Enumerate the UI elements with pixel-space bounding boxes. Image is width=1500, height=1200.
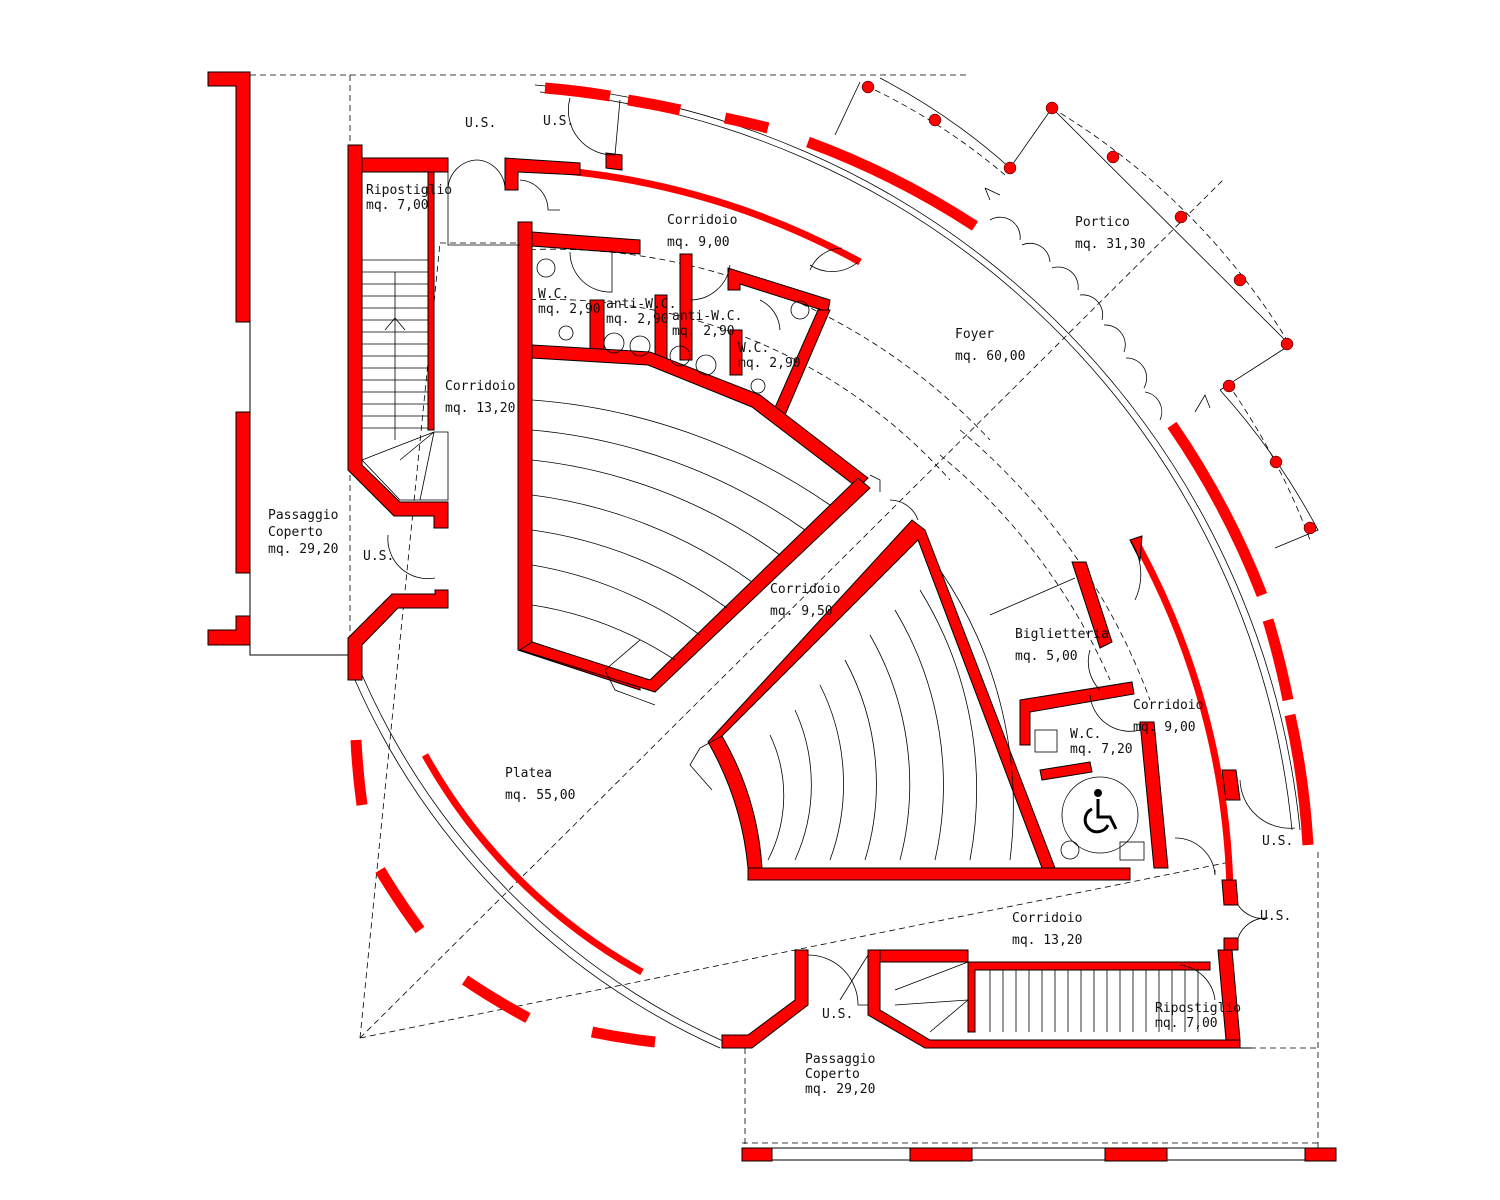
left-doors: [387, 179, 919, 580]
label-wc-right: W.C.mq. 2,90: [738, 341, 801, 371]
outer-lines: [249, 75, 1301, 1049]
label-wc-accessible: W.C.mq. 7,20: [1070, 727, 1133, 757]
wc-block: [517, 221, 869, 691]
label-us-top: U.S.: [543, 114, 574, 129]
label-us-left: U.S.: [363, 549, 394, 564]
left-wing: [207, 71, 251, 646]
wheelchair-icon: [1083, 789, 1118, 834]
upper-auditorium: [518, 399, 871, 706]
lower-curved-walls: [350, 739, 656, 1048]
portico: [834, 77, 1319, 549]
lower-auditorium: [689, 519, 1131, 881]
top-entrance: [447, 97, 623, 191]
right-doors: [1174, 769, 1296, 951]
label-anti-wc-1: anti-W.C.mq. 2,90: [606, 297, 676, 327]
ticket-office: [989, 535, 1169, 869]
stair-bottom: [867, 949, 1252, 1049]
stair-left: [347, 144, 449, 681]
label-us-right: U.S.: [1262, 834, 1293, 849]
label-us-bottom: U.S.: [822, 1007, 853, 1022]
label-anti-wc-2: anti-W.C.mq. 2,90: [672, 309, 742, 339]
label-wc-left: W.C.mq. 2,90: [538, 287, 601, 317]
bottom-entrance: [721, 949, 869, 1049]
outer-curved-walls: [519, 82, 1314, 891]
label-us-right-2: U.S.: [1260, 909, 1291, 924]
label-us-top-left: U.S.: [465, 116, 496, 131]
bottom-colonnade: [741, 1147, 1337, 1162]
